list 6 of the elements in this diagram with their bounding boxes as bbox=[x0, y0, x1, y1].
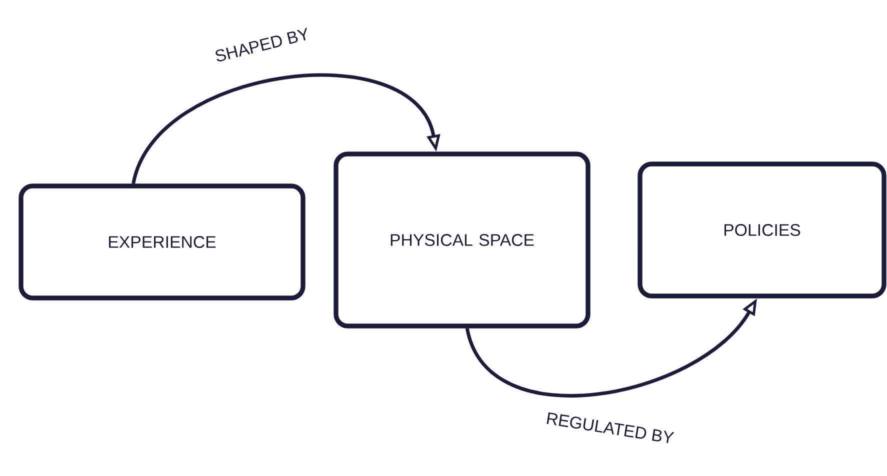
edge-label: SHAPED BY bbox=[216, 28, 308, 62]
process-box: EXPERIENCE bbox=[18, 184, 306, 300]
process-box: PHYSICAL SPACE bbox=[334, 152, 590, 328]
process-box: POLICIES bbox=[638, 162, 886, 298]
edge-label: REGULATED BY bbox=[546, 412, 674, 444]
arrow bbox=[132, 73, 440, 184]
